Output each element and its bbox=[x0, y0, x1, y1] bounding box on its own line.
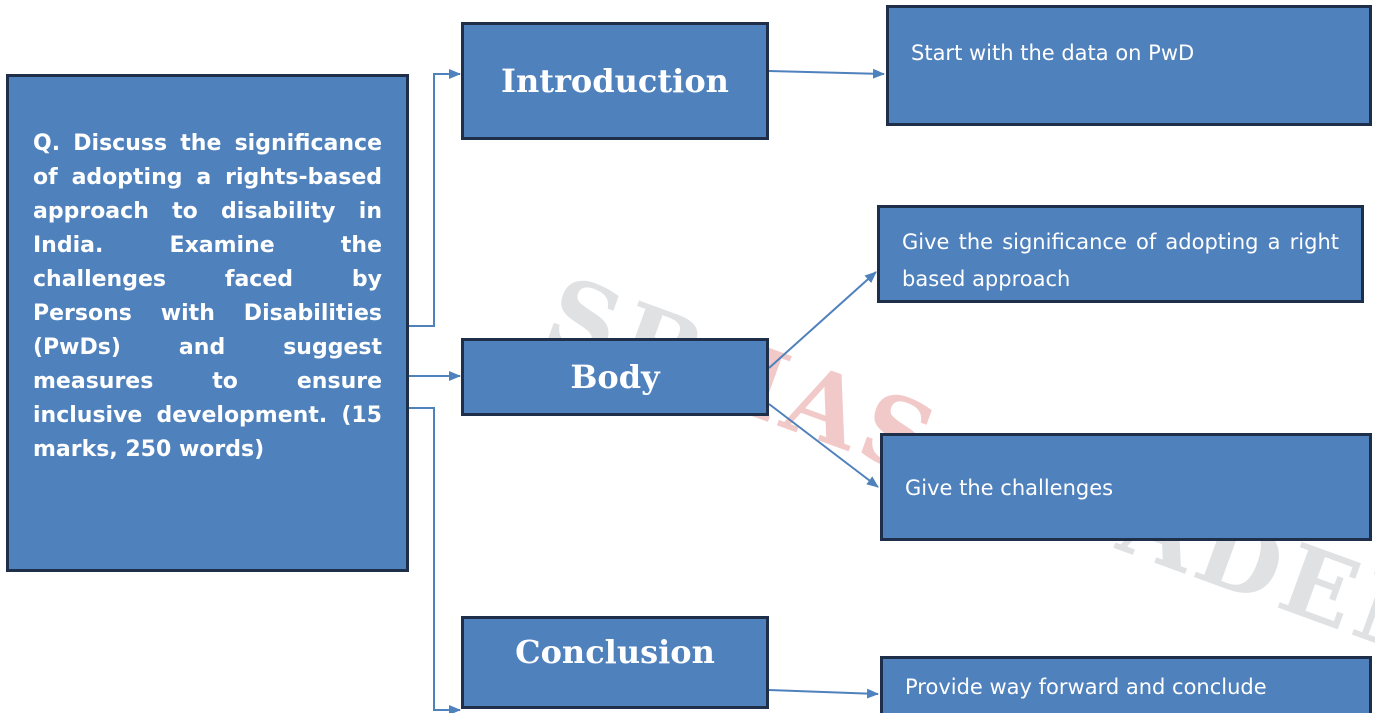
introduction-box: Introduction bbox=[461, 22, 769, 140]
conclusion-label: Conclusion bbox=[515, 633, 715, 671]
arrow-introduction-to-note bbox=[768, 68, 885, 79]
intro-note-box: Start with the data on PwD bbox=[886, 5, 1372, 126]
challenges-note-text: Give the challenges bbox=[905, 476, 1114, 500]
arrow-body-to-significance bbox=[768, 271, 877, 369]
conclusion-note-box: Provide way forward and conclude bbox=[880, 656, 1372, 713]
conclusion-note-text: Provide way forward and conclude bbox=[905, 675, 1267, 699]
body-box: Body bbox=[461, 338, 769, 416]
conclusion-box: Conclusion bbox=[461, 616, 769, 709]
arrow-body-to-challenges bbox=[768, 403, 879, 488]
arrow-question-to-introduction bbox=[409, 69, 461, 327]
arrow-question-to-conclusion bbox=[409, 407, 461, 713]
question-box: Q. Discuss the significance of adopting … bbox=[6, 74, 409, 572]
introduction-label: Introduction bbox=[501, 62, 729, 100]
challenges-note-box: Give the challenges bbox=[880, 433, 1372, 541]
arrow-conclusion-to-note bbox=[768, 688, 879, 699]
body-label: Body bbox=[570, 358, 660, 396]
intro-note-text: Start with the data on PwD bbox=[911, 41, 1195, 65]
significance-note-text: Give the significance of adopting a righ… bbox=[902, 230, 1339, 291]
significance-note-box: Give the significance of adopting a righ… bbox=[877, 205, 1364, 303]
question-text: Q. Discuss the significance of adopting … bbox=[33, 131, 382, 462]
